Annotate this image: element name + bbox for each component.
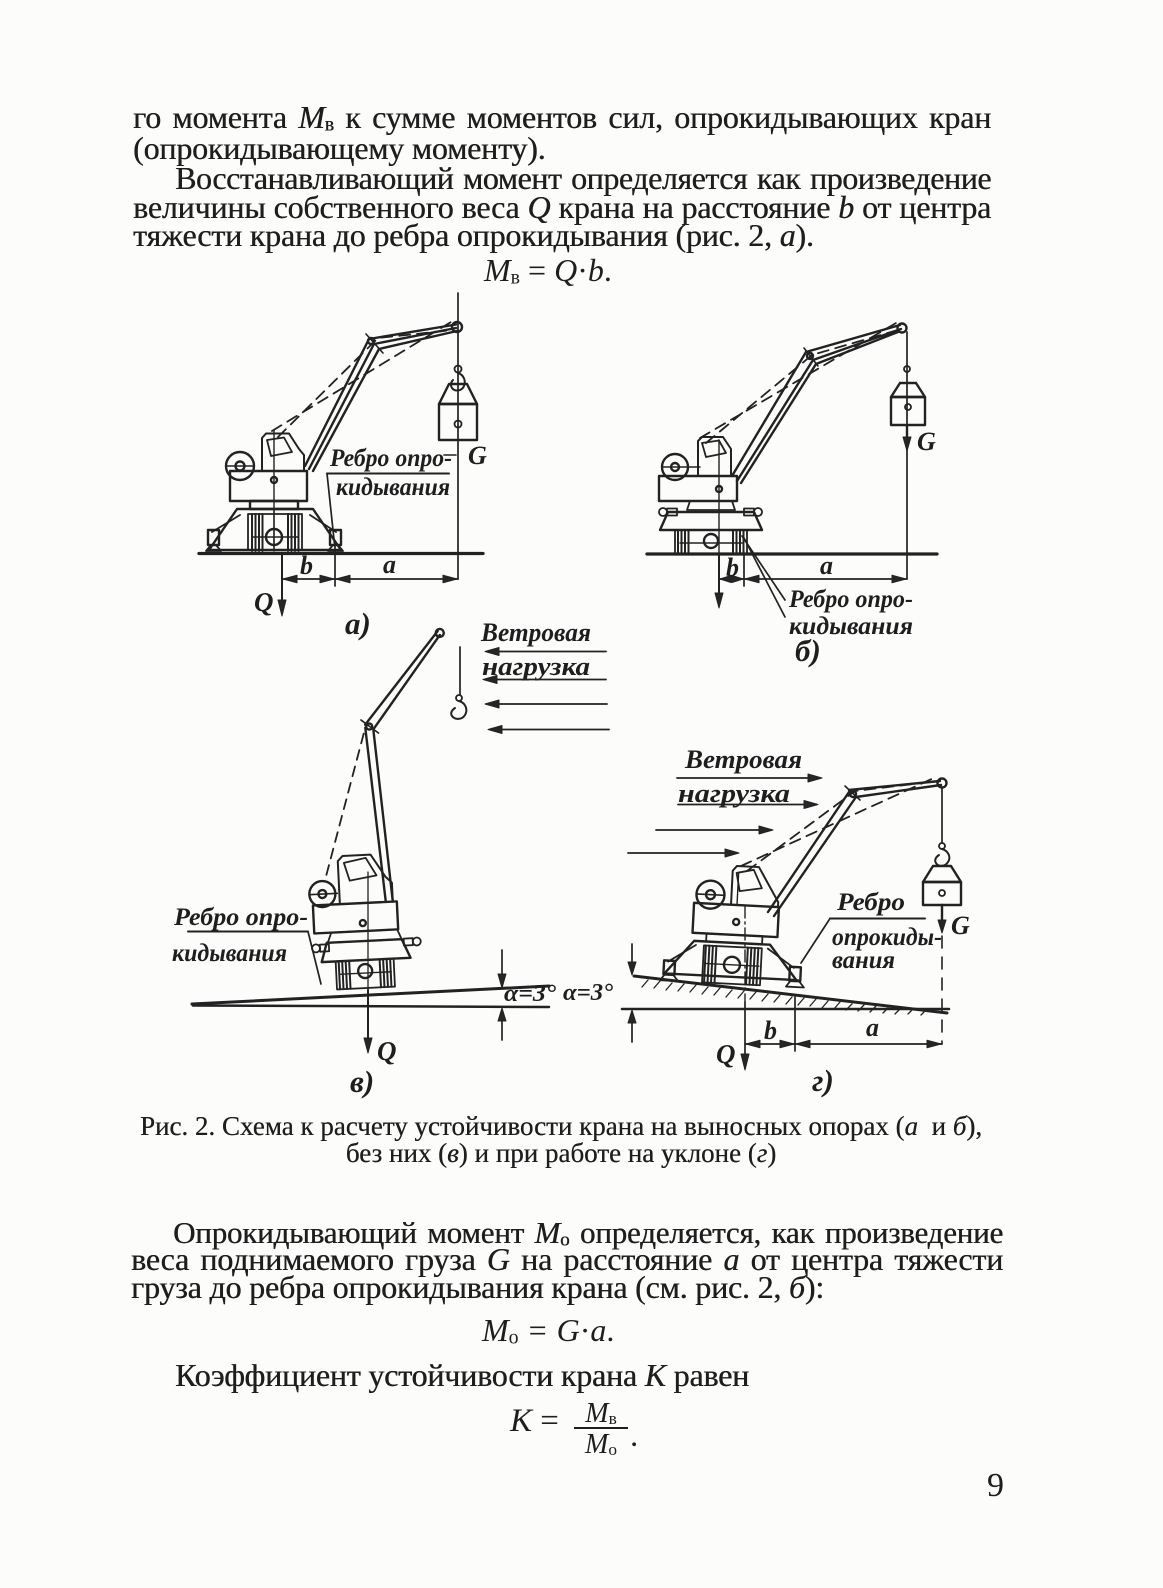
svg-text:нагрузка: нагрузка (678, 779, 790, 808)
svg-text:кидывания: кидывания (789, 613, 913, 640)
svg-text:нагрузка: нагрузка (482, 652, 590, 681)
svg-text:α=3°: α=3° (563, 980, 613, 1006)
svg-text:б): б) (795, 633, 821, 668)
svg-text:а): а) (345, 606, 371, 641)
svg-text:опрокиды-: опрокиды- (832, 924, 942, 951)
svg-text:b: b (726, 553, 739, 582)
svg-text:G: G (468, 441, 487, 470)
svg-text:b: b (764, 1016, 777, 1045)
svg-text:а: а (866, 1013, 879, 1042)
svg-text:кидывания: кидывания (336, 474, 450, 501)
svg-text:G: G (917, 427, 936, 456)
svg-text:Ребро опро-: Ребро опро- (788, 586, 913, 613)
svg-text:Q: Q (716, 1039, 736, 1069)
svg-text:Ребро опро-: Ребро опро- (329, 445, 452, 472)
svg-text:Ребро: Ребро (836, 889, 905, 916)
svg-text:а: а (820, 551, 833, 580)
svg-text:α=3°: α=3° (504, 981, 556, 1007)
svg-text:г): г) (812, 1063, 834, 1098)
svg-text:а: а (383, 550, 396, 579)
svg-text:Ребро опро-: Ребро опро- (173, 904, 308, 931)
svg-text:вания: вания (832, 947, 895, 974)
svg-text:Ветровая: Ветровая (480, 618, 591, 647)
svg-text:кидывания: кидывания (172, 940, 287, 967)
svg-text:Q: Q (254, 587, 274, 617)
svg-text:Ветровая: Ветровая (684, 745, 802, 774)
svg-text:G: G (951, 911, 970, 940)
svg-text:b: b (300, 551, 313, 580)
svg-text:Q: Q (377, 1036, 397, 1066)
svg-text:в): в) (350, 1064, 374, 1099)
